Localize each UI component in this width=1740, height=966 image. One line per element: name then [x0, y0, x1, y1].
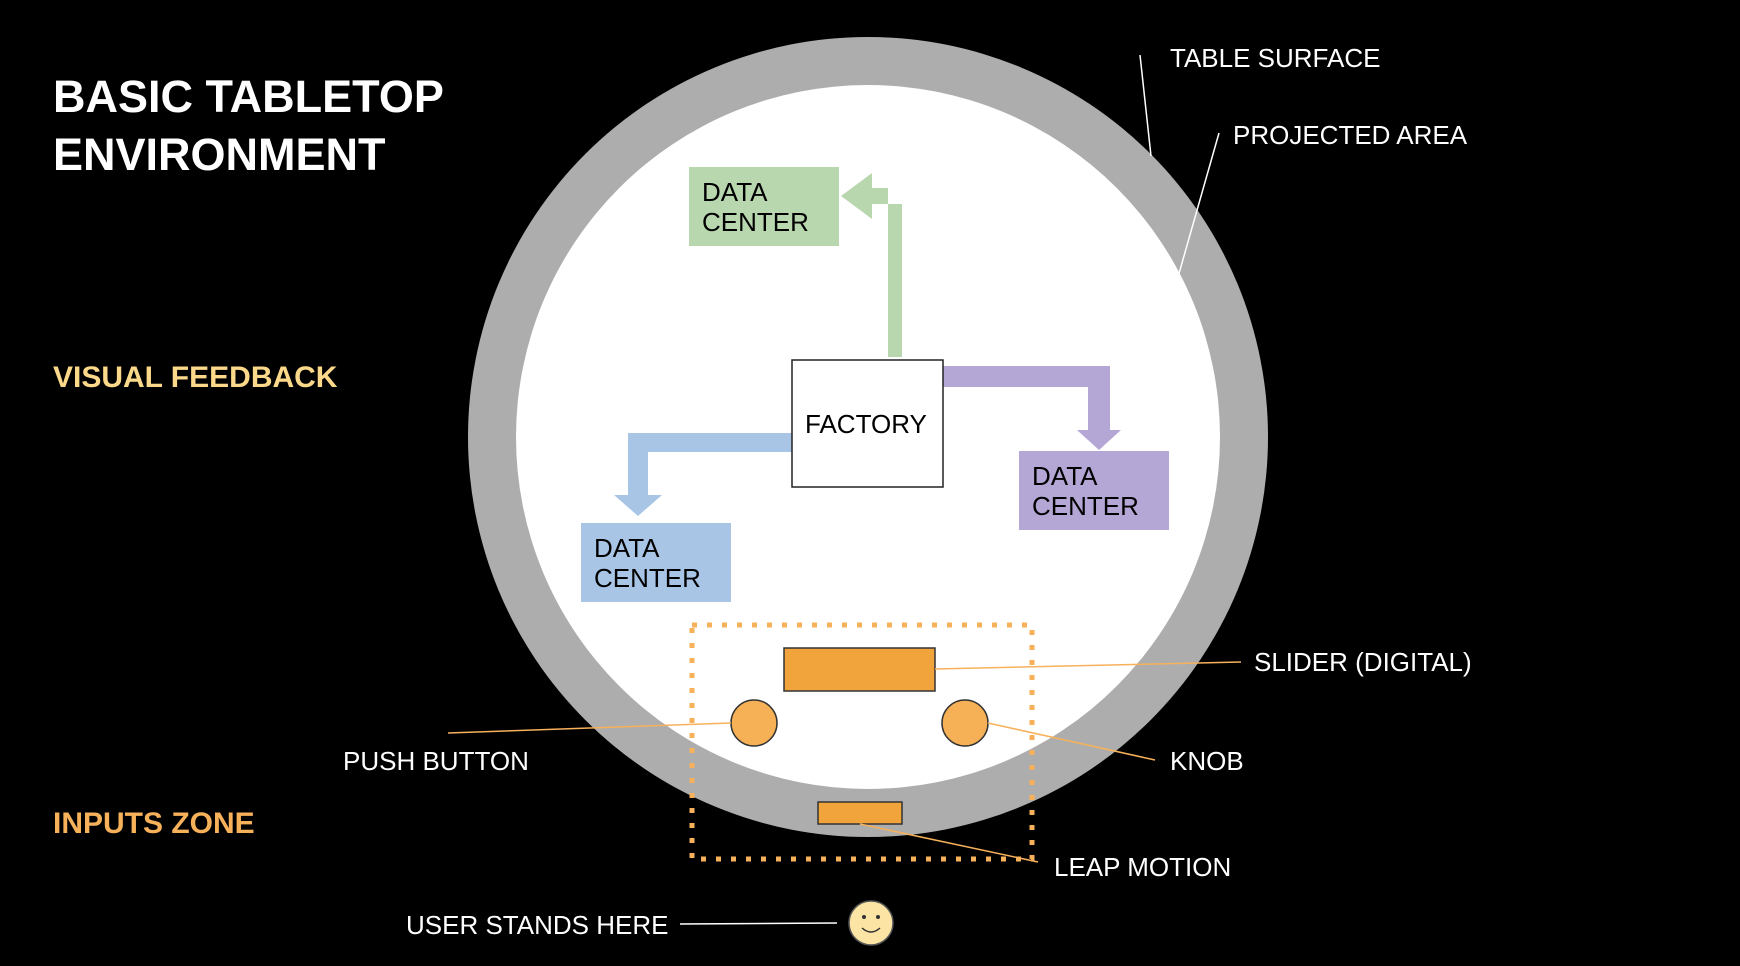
- slider-leader: [934, 661, 1242, 670]
- slider-label: SLIDER (DIGITAL): [1254, 647, 1472, 677]
- arrow-purple: [943, 366, 1121, 450]
- push-button-control[interactable]: [730, 699, 778, 747]
- knob-label: KNOB: [1170, 746, 1244, 776]
- data-center-purple: [1019, 451, 1169, 530]
- data-center-blue-line2: CENTER: [594, 563, 701, 593]
- smiley-icon: [848, 900, 894, 946]
- table-surface-label: TABLE SURFACE: [1170, 43, 1380, 73]
- user-leader: [679, 922, 838, 925]
- factory-node: [791, 359, 944, 488]
- arrow-green: [841, 173, 902, 357]
- data-center-purple-line2: CENTER: [1032, 491, 1139, 521]
- push-button-leader: [447, 722, 732, 734]
- projected-area-leader: [1177, 132, 1220, 278]
- inputs-zone-boundary: [689, 622, 1035, 862]
- inputs-zone-heading: INPUTS ZONE: [53, 807, 255, 840]
- data-center-green-line1: DATA: [702, 177, 768, 207]
- page-title-line2: ENVIRONMENT: [53, 129, 386, 180]
- data-center-blue: [581, 523, 731, 602]
- slider-control[interactable]: [783, 647, 936, 692]
- page-title-line1: BASIC TABLETOP: [53, 71, 444, 122]
- factory-label: FACTORY: [805, 409, 927, 439]
- knob-control[interactable]: [941, 699, 989, 747]
- projected-area-label: PROJECTED AREA: [1233, 120, 1468, 150]
- data-center-green-line2: CENTER: [702, 207, 809, 237]
- push-button-label: PUSH BUTTON: [343, 746, 529, 776]
- leap-motion-label: LEAP MOTION: [1054, 852, 1231, 882]
- table-surface-leader: [1139, 54, 1152, 157]
- data-center-blue-line1: DATA: [594, 533, 660, 563]
- data-center-green: [689, 167, 839, 246]
- visual-feedback-heading: VISUAL FEEDBACK: [53, 361, 338, 394]
- knob-leader: [987, 722, 1156, 761]
- arrow-blue: [614, 433, 792, 516]
- leap-motion-leader: [859, 823, 1039, 863]
- leap-motion-sensor: [817, 801, 903, 825]
- data-center-purple-line1: DATA: [1032, 461, 1098, 491]
- user-label: USER STANDS HERE: [406, 910, 668, 940]
